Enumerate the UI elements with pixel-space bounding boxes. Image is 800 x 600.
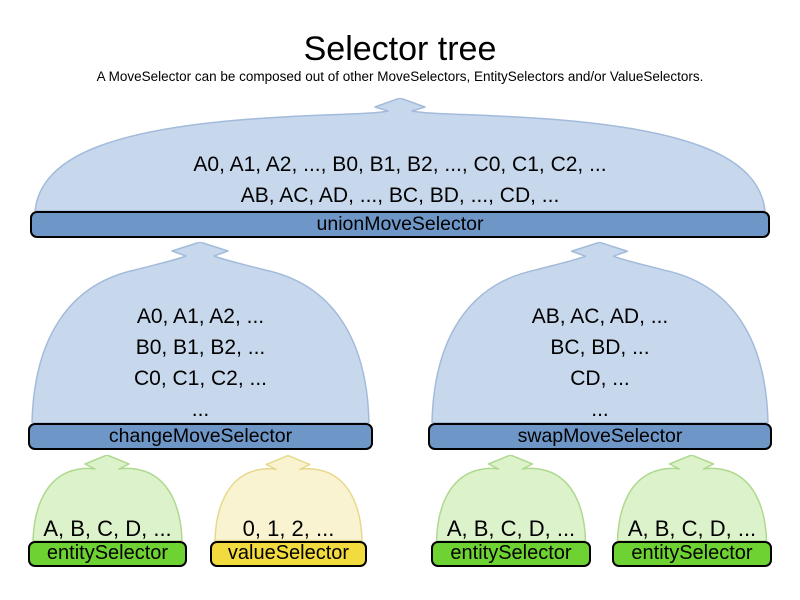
- funnel-arrow-shape: [431, 242, 769, 423]
- item-line: A0, A1, A2, ..., B0, B1, B2, ..., C0, C1…: [193, 153, 607, 176]
- item-line: ...: [191, 398, 210, 421]
- entity-label-bar: entitySelector: [28, 541, 187, 567]
- item-line: B0, B1, B2, ...: [135, 336, 266, 359]
- entity-label-bar: entitySelector: [431, 541, 591, 567]
- union-items-list: A0, A1, A2, ..., B0, B1, B2, ..., C0, C1…: [33, 149, 767, 211]
- swap-label-bar: swapMoveSelector: [428, 423, 772, 450]
- entity-label-bar: entitySelector: [612, 541, 772, 567]
- value-label-bar: valueSelector: [210, 541, 367, 567]
- entity-items-list: A, B, C, D, ...: [434, 516, 588, 542]
- item-line: A, B, C, D, ...: [627, 516, 757, 541]
- node-label: swapMoveSelector: [517, 425, 683, 447]
- node-label: entitySelector: [450, 542, 572, 564]
- entity-items-list: A, B, C, D, ...: [615, 516, 769, 542]
- item-line: AB, AC, AD, ...: [531, 305, 669, 328]
- entity-items-list: A, B, C, D, ...: [31, 516, 184, 542]
- node-label: entitySelector: [631, 542, 753, 564]
- node-label: valueSelector: [227, 542, 350, 564]
- diagram-subtitle: A MoveSelector can be composed out of ot…: [96, 69, 704, 84]
- node-label: unionMoveSelector: [316, 213, 484, 235]
- item-line: 0, 1, 2, ...: [242, 516, 335, 541]
- item-line: A, B, C, D, ...: [446, 516, 576, 541]
- funnel-arrow-shape: [32, 455, 183, 541]
- change-items-list: A0, A1, A2, ... B0, B1, B2, ... C0, C1, …: [30, 301, 371, 425]
- item-line: A0, A1, A2, ...: [136, 305, 265, 328]
- swap-items-list: AB, AC, AD, ... BC, BD, ... CD, ... ...: [430, 301, 770, 425]
- node-label: changeMoveSelector: [108, 425, 293, 447]
- item-line: A, B, C, D, ...: [43, 516, 172, 541]
- union-label-bar: unionMoveSelector: [30, 211, 770, 238]
- item-line: ...: [591, 398, 609, 421]
- funnel-arrow-shape: [616, 455, 768, 541]
- funnel-arrow-shape: [435, 455, 587, 541]
- funnel-arrow-shape: [34, 98, 766, 211]
- funnel-arrow-shape: [31, 242, 370, 423]
- value-items-list: 0, 1, 2, ...: [213, 516, 364, 542]
- diagram-title: Selector tree: [303, 30, 497, 68]
- item-line: C0, C1, C2, ...: [133, 367, 268, 390]
- item-line: CD, ...: [570, 367, 630, 390]
- change-label-bar: changeMoveSelector: [28, 423, 373, 450]
- funnel-arrow-shape: [214, 455, 363, 541]
- node-label: entitySelector: [46, 542, 169, 564]
- item-line: BC, BD, ...: [550, 336, 650, 359]
- item-line: AB, AC, AD, ..., BC, BD, ..., CD, ...: [240, 184, 560, 207]
